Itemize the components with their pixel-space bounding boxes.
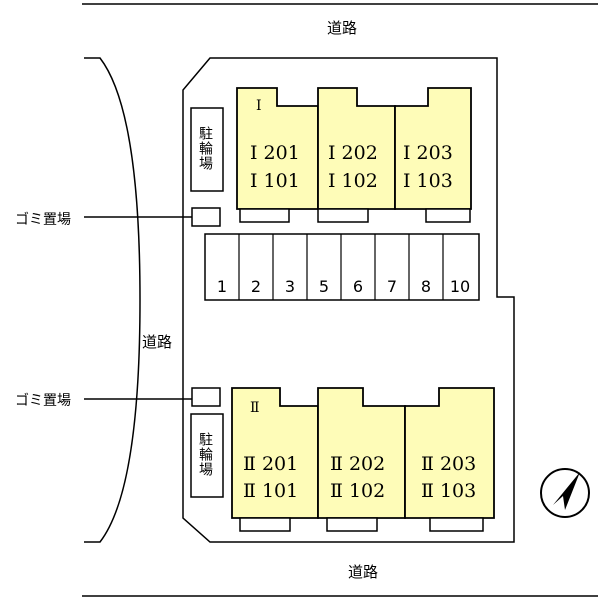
bike-parking-upper <box>190 107 224 192</box>
building-2-name: Ⅱ <box>250 400 260 416</box>
parking-slot: 2 <box>250 277 262 296</box>
parking-slot: 1 <box>216 277 228 296</box>
unit-2-03-lower: Ⅱ 103 <box>421 480 477 502</box>
unit-2-03 <box>404 387 495 519</box>
bike-parking-label-upper: 駐輪場 <box>197 126 213 171</box>
garbage-label-lower: ゴミ置場 <box>15 393 71 409</box>
parking-slot: 7 <box>386 277 398 296</box>
unit-1-02-lower: Ⅰ 102 <box>328 170 378 192</box>
building-1-name: Ⅰ <box>256 98 262 114</box>
unit-1-02-upper: Ⅰ 202 <box>328 142 378 164</box>
unit-2-03-entry <box>429 517 484 532</box>
garbage-label-upper: ゴミ置場 <box>15 212 71 228</box>
unit-2-01-entry <box>239 517 291 532</box>
unit-2-02-upper: Ⅱ 202 <box>330 453 386 475</box>
building-1 <box>236 87 472 223</box>
garbage-area-upper <box>191 207 221 227</box>
unit-1-02-entry <box>317 208 369 223</box>
unit-2-03-upper: Ⅱ 203 <box>421 453 477 475</box>
parking-slot: 6 <box>352 277 364 296</box>
road-label-top: 道路 <box>327 19 358 37</box>
unit-1-03-upper: Ⅰ 203 <box>403 142 453 164</box>
road-label-left: 道路 <box>142 333 173 351</box>
unit-2-02-lower: Ⅱ 102 <box>330 480 386 502</box>
parking-slot: 5 <box>318 277 330 296</box>
garbage-area-lower <box>191 387 221 407</box>
lot-boundary <box>182 57 515 543</box>
bike-parking-label-lower: 駐輪場 <box>197 432 213 477</box>
parking-block <box>204 233 480 301</box>
bike-parking-lower <box>190 413 224 498</box>
unit-1-01-upper: Ⅰ 201 <box>250 142 300 164</box>
unit-2-01-upper: Ⅱ 201 <box>243 453 299 475</box>
building-2 <box>231 387 495 532</box>
road-edge-left <box>84 57 141 543</box>
parking-dividers <box>238 234 444 300</box>
unit-1-03-entry <box>425 208 471 223</box>
road-label-bottom: 道路 <box>348 563 379 581</box>
parking-slot: 10 <box>449 277 471 296</box>
unit-1-01-entry <box>239 208 290 223</box>
unit-1-01-lower: Ⅰ 101 <box>250 170 300 192</box>
north-arrow-icon <box>540 468 590 518</box>
unit-2-01-lower: Ⅱ 101 <box>243 480 299 502</box>
unit-2-02-entry <box>326 517 378 532</box>
unit-1-03-lower: Ⅰ 103 <box>403 170 453 192</box>
parking-slot: 8 <box>420 277 432 296</box>
unit-1-03 <box>394 87 472 210</box>
parking-slot: 3 <box>284 277 296 296</box>
